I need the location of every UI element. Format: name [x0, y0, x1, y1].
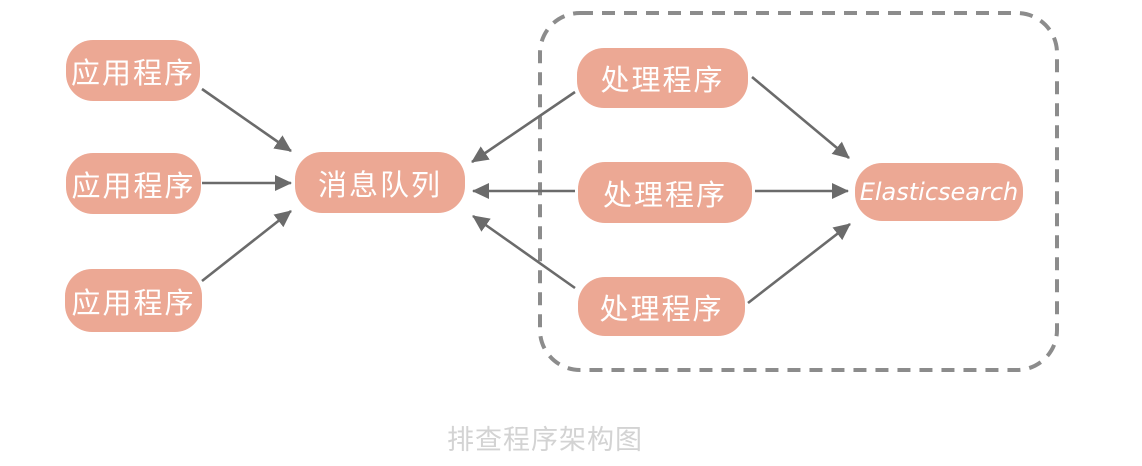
node-application-1: 应用程序	[66, 40, 200, 101]
node-application-2: 应用程序	[66, 153, 201, 214]
node-elasticsearch: Elasticsearch	[855, 163, 1023, 221]
node-handler-1: 处理程序	[577, 48, 748, 108]
edge-handler3-to-es	[747, 222, 851, 305]
node-handler-3: 处理程序	[578, 277, 745, 336]
node-handler-2: 处理程序	[578, 162, 752, 223]
node-label: 处理程序	[599, 291, 724, 326]
node-application-3: 应用程序	[65, 269, 202, 332]
node-message-queue: 消息队列	[295, 152, 465, 213]
node-label: 处理程序	[602, 177, 727, 212]
node-label: 应用程序	[71, 285, 196, 320]
node-label: 应用程序	[70, 55, 195, 90]
edge-handler1-to-mq	[471, 90, 576, 164]
edge-handler3-to-mq	[472, 214, 576, 290]
node-label: 处理程序	[600, 63, 725, 97]
diagram-caption: 排查程序架构图	[447, 425, 643, 456]
edge-handler1-to-es	[751, 76, 850, 159]
node-label: Elasticsearch	[859, 178, 1019, 206]
node-label: 消息队列	[317, 167, 442, 202]
node-label: 应用程序	[71, 168, 196, 203]
edge-app3-to-mq	[201, 209, 292, 283]
edge-app1-to-mq	[201, 87, 292, 153]
